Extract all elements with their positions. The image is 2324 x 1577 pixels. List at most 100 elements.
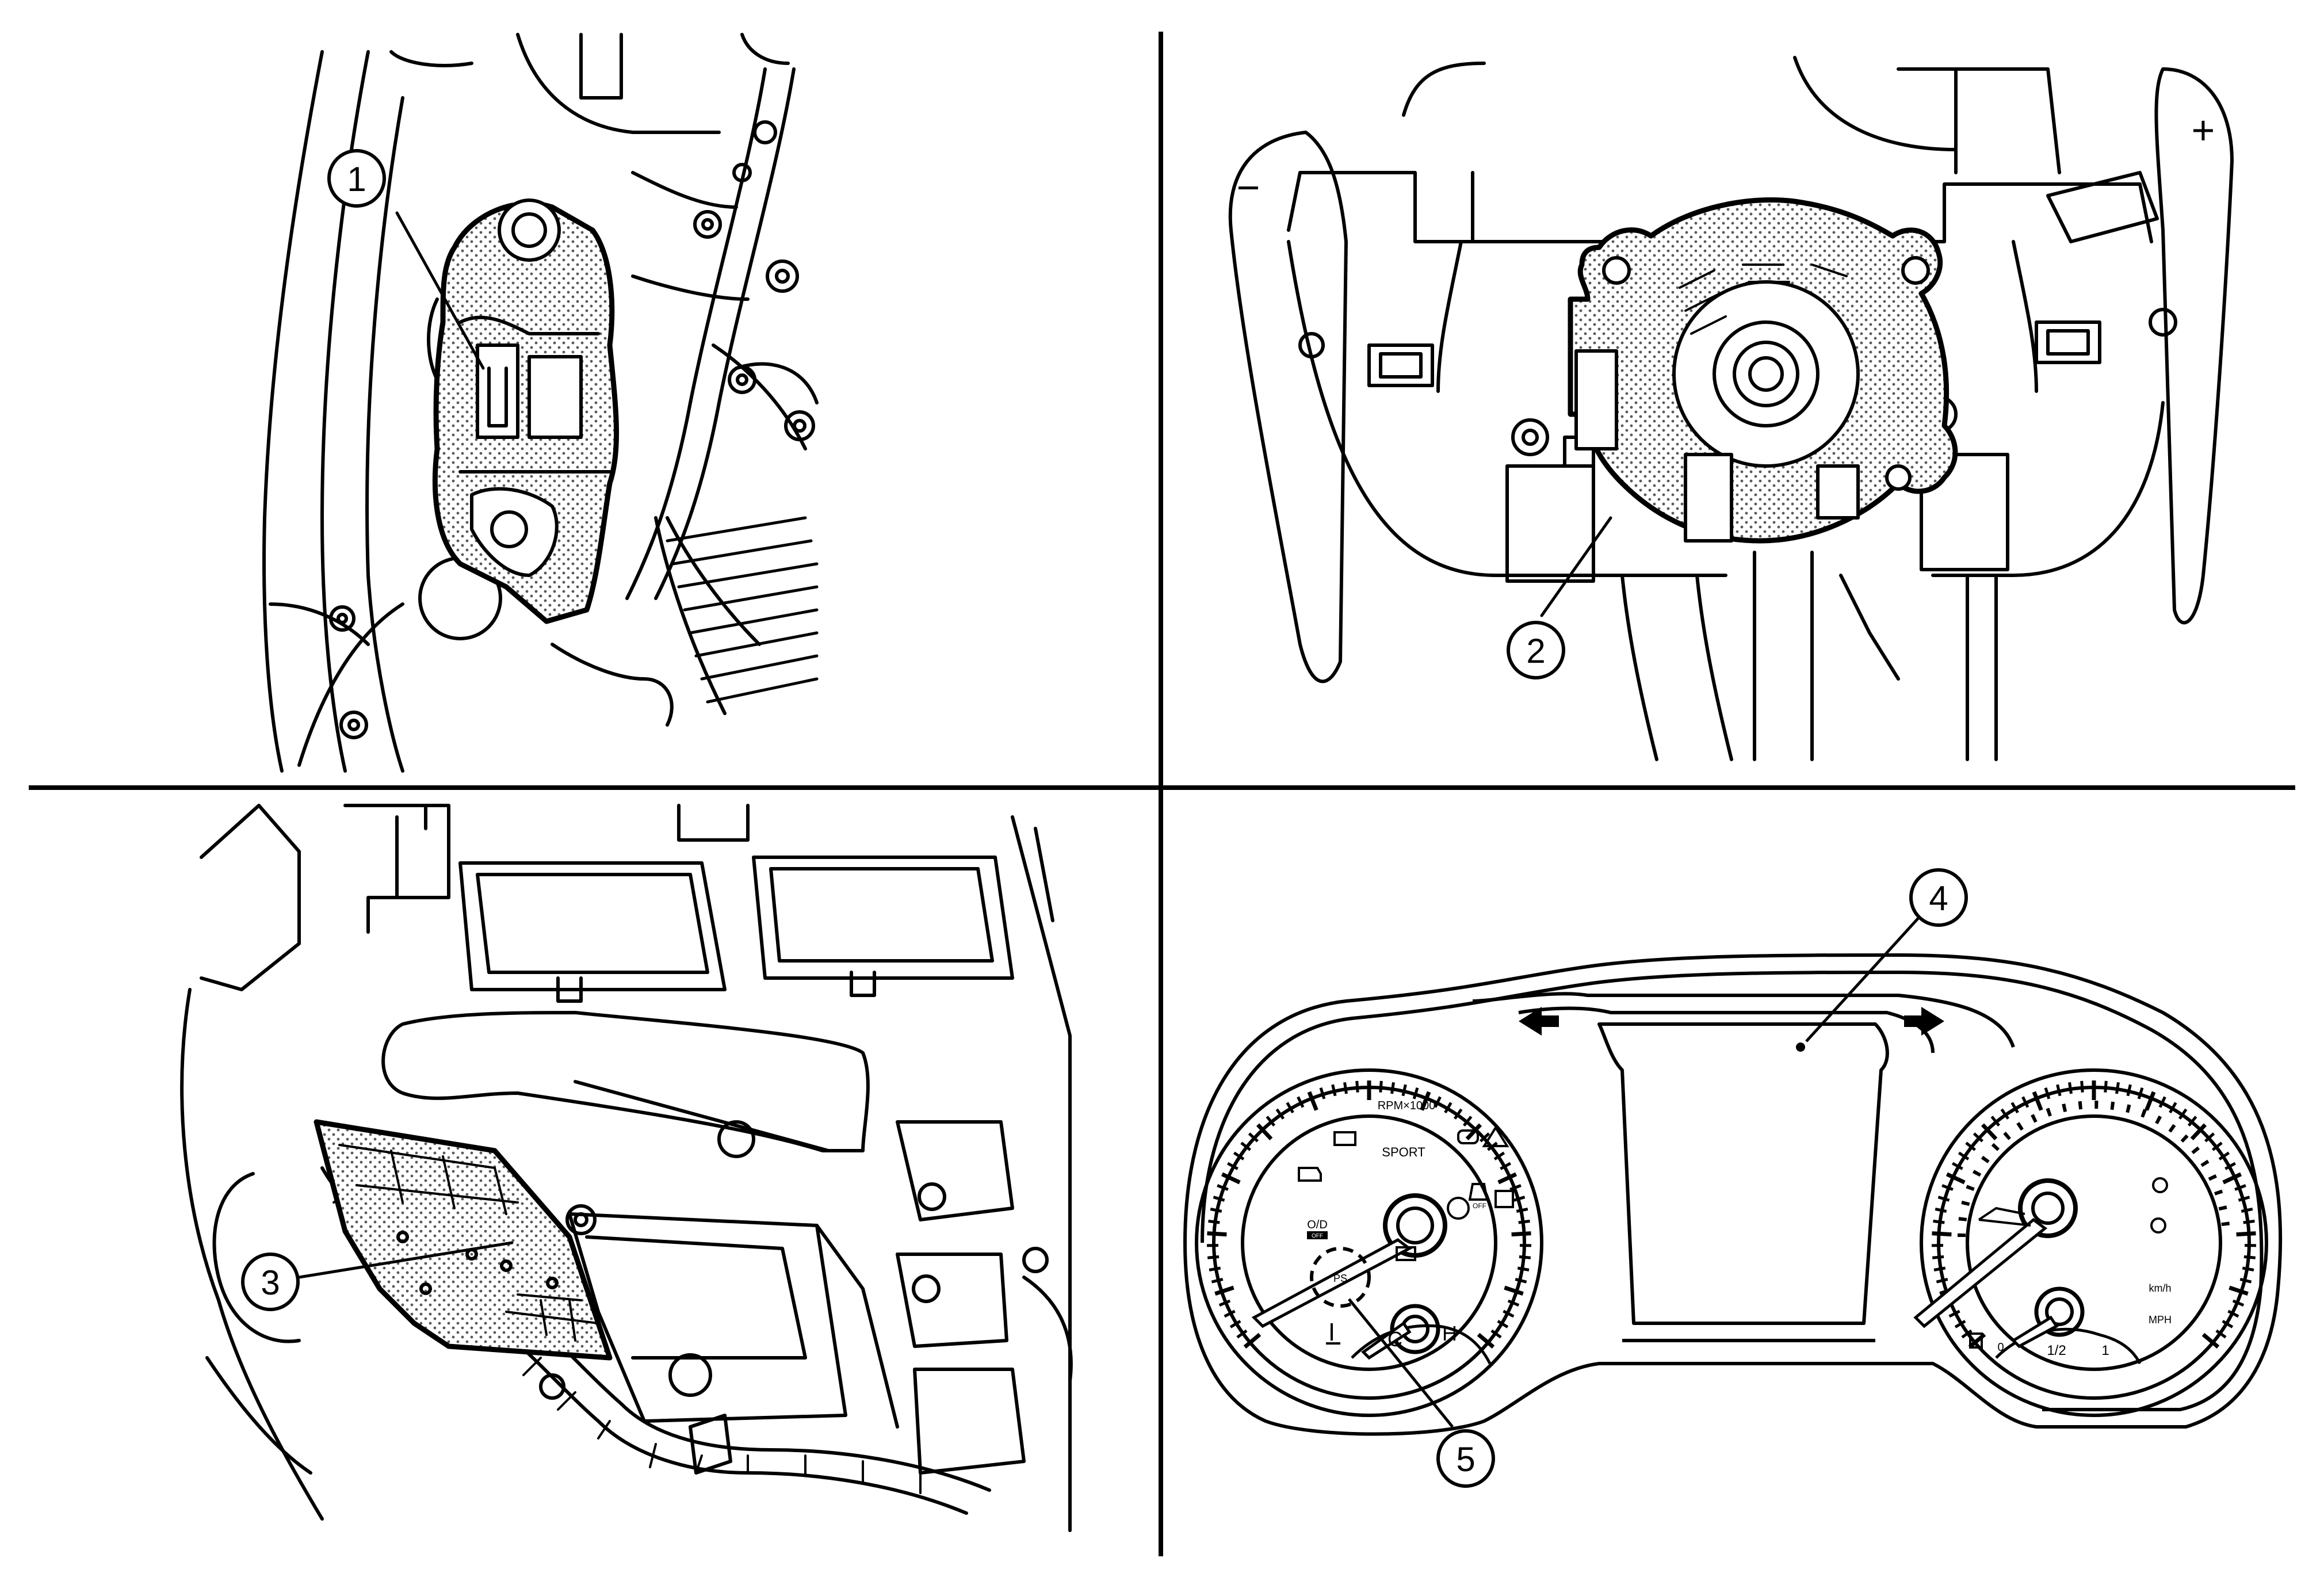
callout-3: 3 xyxy=(241,1253,300,1311)
speedometer-tick xyxy=(2126,1084,2132,1097)
speedometer-tick xyxy=(2242,1266,2254,1271)
speedometer-tick xyxy=(1932,1231,1952,1237)
tachometer-tick xyxy=(1465,1123,1482,1141)
speedometer-tick xyxy=(1961,1329,1973,1339)
engine-check-icon xyxy=(1298,1167,1322,1182)
panel-dividers xyxy=(29,32,2295,1556)
tachometer-tick xyxy=(1226,1162,1239,1170)
speedometer-tick xyxy=(1937,1196,1950,1202)
seatbelt-icon xyxy=(2150,1217,2166,1234)
tachometer-tick xyxy=(1275,1108,1285,1120)
headlight-high-icon xyxy=(1978,1219,2031,1227)
tachometer-tick xyxy=(1286,1102,1294,1114)
tachometer-tick xyxy=(1490,1329,1502,1339)
callout-2-label: 2 xyxy=(1526,632,1545,670)
panel-engine-actuator xyxy=(262,33,819,773)
tachometer-tick xyxy=(1214,1285,1234,1296)
speedometer-tick xyxy=(2229,1285,2249,1296)
tachometer-tick xyxy=(1266,1116,1276,1127)
speedometer-tick xyxy=(1990,1116,2001,1127)
speedometer-tick xyxy=(2145,1091,2156,1111)
speedometer-tick xyxy=(1932,1255,1944,1259)
speedometer-tick xyxy=(1941,1184,1954,1191)
tachometer-tick xyxy=(1480,1132,1490,1143)
rpm-label: RPM×1000 xyxy=(1378,1099,1436,1112)
tachometer-tick xyxy=(1507,1299,1520,1307)
skid-icon xyxy=(1494,1190,1514,1208)
speedometer-tick xyxy=(2201,1332,2220,1349)
speedometer-tick xyxy=(1958,1151,1970,1160)
speedometer-tick xyxy=(2239,1277,2252,1284)
callout-5: 5 xyxy=(1436,1429,1495,1488)
speedometer-tick xyxy=(2234,1184,2246,1191)
callout-4: 4 xyxy=(1909,868,1968,927)
panel-instrument-cluster: RPM×1000 SPORT O/D OFF PS OFF C H km/h M… xyxy=(1183,914,2283,1436)
speedometer-tick xyxy=(2010,1102,2019,1114)
left-turn-arrow-icon xyxy=(1519,1007,1559,1036)
speedometer-tick xyxy=(1945,1172,1966,1185)
speedometer-tick xyxy=(2178,1108,2188,1120)
speedometer-tick xyxy=(2187,1116,2197,1127)
sport-label: SPORT xyxy=(1382,1145,1425,1159)
tachometer-tick xyxy=(1297,1096,1305,1108)
panel-control-module xyxy=(180,804,1073,1532)
tachometer-tick xyxy=(1248,1132,1259,1143)
speedometer-tick xyxy=(2068,1082,2073,1094)
speedometer-tick xyxy=(1973,1132,1983,1143)
od-off-label: OFF xyxy=(1312,1233,1323,1239)
tachometer-tick xyxy=(1503,1309,1515,1318)
coolant-icon xyxy=(1326,1323,1340,1345)
fuel-half-label: 1/2 xyxy=(2047,1343,2066,1358)
tachometer-tick xyxy=(1208,1219,1220,1224)
speedometer-tick xyxy=(2243,1255,2256,1259)
callout-1: 1 xyxy=(327,149,386,208)
tachometer-tick xyxy=(1207,1231,1227,1237)
traction-off-label: OFF xyxy=(1473,1202,1486,1210)
airbag-icon xyxy=(2152,1177,2168,1193)
od-label: O/D xyxy=(1307,1219,1328,1231)
speedometer-tick xyxy=(2169,1102,2177,1114)
speedometer-tick xyxy=(2224,1162,2237,1170)
tachometer-tick xyxy=(1218,1299,1231,1307)
tachometer-tick xyxy=(1236,1329,1248,1339)
speedometer-tick xyxy=(2243,1219,2255,1224)
traction-off-icon xyxy=(1468,1183,1489,1201)
tachometer-tick xyxy=(1331,1084,1337,1097)
speedometer-tick xyxy=(2000,1108,2010,1120)
tachometer-tick xyxy=(1462,1116,1473,1127)
speedometer-tick xyxy=(1965,1141,1977,1151)
speedometer-tick xyxy=(2222,1172,2242,1185)
fuel-needle xyxy=(2010,1315,2059,1349)
speedometer-tick xyxy=(2241,1207,2253,1213)
speedometer-tick xyxy=(2211,1141,2223,1151)
master-warning-icon xyxy=(1482,1125,1509,1147)
speedometer-needle xyxy=(1913,1217,2048,1328)
minus-paddle-label: − xyxy=(1237,165,1260,210)
ps-indicator-highlight xyxy=(1310,1247,1371,1308)
tachometer-tick xyxy=(1224,1309,1236,1318)
tachometer-tick xyxy=(1509,1184,1522,1191)
kmh-label: km/h xyxy=(2149,1282,2171,1294)
tachometer-tick xyxy=(1343,1082,1348,1094)
callout-1-label: 1 xyxy=(347,160,366,198)
speedometer-tick xyxy=(2238,1196,2250,1202)
tachometer-tick xyxy=(1519,1255,1531,1259)
tachometer-tick xyxy=(1516,1207,1528,1213)
speedometer-tick xyxy=(1933,1219,1945,1224)
headlight-icon xyxy=(1457,1129,1479,1144)
speedometer-tick-ring xyxy=(1931,1080,2257,1349)
tachometer-tick xyxy=(1434,1096,1442,1108)
tachometer-tick xyxy=(1513,1196,1526,1202)
speedometer-tick xyxy=(2215,1329,2227,1339)
speedometer-tick xyxy=(1936,1277,1948,1284)
right-turn-arrow-icon xyxy=(1904,1007,1944,1036)
tachometer-tick xyxy=(1515,1277,1527,1284)
battery-icon xyxy=(1333,1131,1356,1146)
tachometer-tick xyxy=(1500,1162,1512,1170)
speedometer-tick xyxy=(2158,1096,2166,1108)
tachometer-tick xyxy=(1517,1266,1530,1271)
tachometer-tick xyxy=(1420,1091,1431,1111)
speedometer-tick xyxy=(2190,1123,2207,1141)
tachometer-tick xyxy=(1453,1108,1463,1120)
